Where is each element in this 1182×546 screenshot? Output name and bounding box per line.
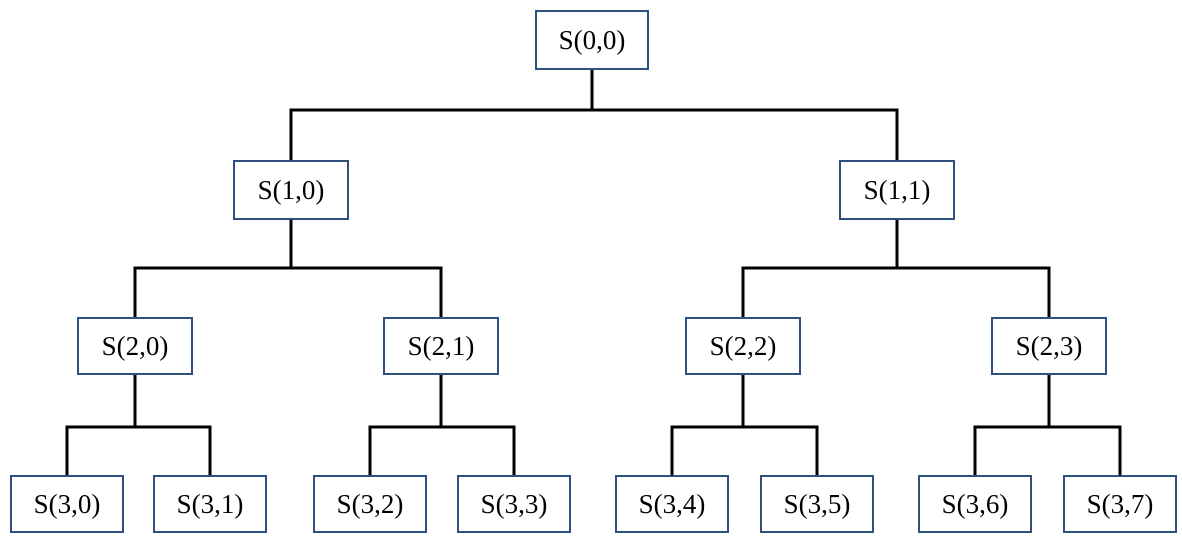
tree-node-label: S(3,2) [336, 488, 404, 519]
tree-node: S(3,6) [918, 475, 1032, 533]
tree-node: S(2,3) [991, 317, 1107, 375]
tree-node-label: S(3,0) [33, 488, 101, 519]
tree-node-label: S(3,3) [480, 488, 548, 519]
tree-node-label: S(3,5) [783, 488, 851, 519]
tree-node: S(3,0) [10, 475, 124, 533]
tree-node-label: S(0,0) [558, 24, 626, 55]
tree-node: S(1,1) [839, 160, 955, 220]
tree-node: S(1,0) [233, 160, 349, 220]
tree-node-label: S(1,1) [863, 174, 931, 205]
tree-node: S(2,1) [383, 317, 499, 375]
tree-node-label: S(3,7) [1086, 488, 1154, 519]
tree-node: S(2,2) [685, 317, 801, 375]
tree-node-label: S(2,3) [1015, 330, 1083, 361]
tree-node: S(3,3) [457, 475, 571, 533]
tree-node-label: S(3,6) [941, 488, 1009, 519]
tree-node: S(3,2) [313, 475, 427, 533]
tree-node: S(3,1) [153, 475, 267, 533]
tree-node-label: S(3,4) [638, 488, 706, 519]
tree-node: S(3,4) [615, 475, 729, 533]
tree-node-label: S(1,0) [257, 174, 325, 205]
tree-node: S(3,5) [760, 475, 874, 533]
tree-node: S(0,0) [535, 10, 649, 70]
tree-node-label: S(3,1) [176, 488, 244, 519]
tree-node-label: S(2,2) [709, 330, 777, 361]
tree-node: S(3,7) [1063, 475, 1177, 533]
tree-node-label: S(2,1) [407, 330, 475, 361]
tree-node-label: S(2,0) [101, 330, 169, 361]
tree-node: S(2,0) [77, 317, 193, 375]
